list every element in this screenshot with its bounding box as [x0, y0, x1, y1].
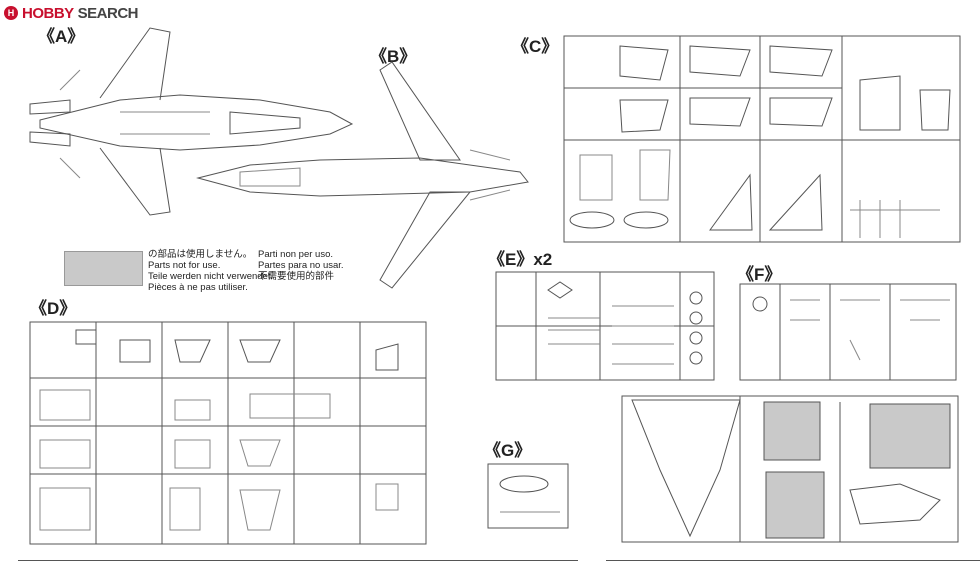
logo-hobby-text: HOBBY [22, 4, 74, 22]
legend-line-de: Teile werden nicht verwendet. [148, 271, 274, 282]
hobby-search-logo: H HOBBY SEARCH [4, 4, 139, 22]
legend-line-fr: Pièces à ne pas utiliser. [148, 282, 248, 293]
sprue-label-d: 《D》 [30, 299, 77, 318]
sprue-label-a: 《A》 [38, 27, 85, 46]
logo-mark-icon: H [4, 6, 18, 20]
sprue-f-frame [739, 283, 957, 381]
sprue-g-frame [487, 463, 569, 529]
sprue-label-c: 《C》 [512, 37, 559, 56]
bottom-page-rule-right [606, 560, 980, 569]
legend-line-en: Parts not for use. [148, 260, 221, 271]
legend-line-it: Parti non per uso. [258, 249, 333, 260]
logo-search-text: SEARCH [77, 4, 139, 22]
sprue-e-frame [495, 271, 715, 381]
legend-line-ja: の部品は使用しません。 [148, 249, 253, 260]
sprue-c-frame [563, 35, 961, 243]
legend-line-es: Partes para no usar. [258, 260, 344, 271]
legend-line-zh: 不需要使用的部件 [258, 271, 335, 282]
unused-parts-legend: の部品は使用しません。 Parti non per uso. Parts not… [148, 249, 366, 293]
sprue-d-frame [29, 321, 427, 545]
sprue-label-f: 《F》 [737, 265, 782, 284]
unused-parts-swatch [64, 251, 143, 286]
sprue-a-fuselage [29, 27, 354, 216]
sprue-label-e: 《E》x2 [488, 250, 553, 269]
sprue-label-g: 《G》 [484, 441, 532, 460]
sprue-b-fuselage [196, 61, 529, 289]
sprue-canopy-frame [621, 395, 959, 543]
sprue-label-b: 《B》 [370, 47, 417, 66]
bottom-page-rule-left [18, 560, 578, 569]
